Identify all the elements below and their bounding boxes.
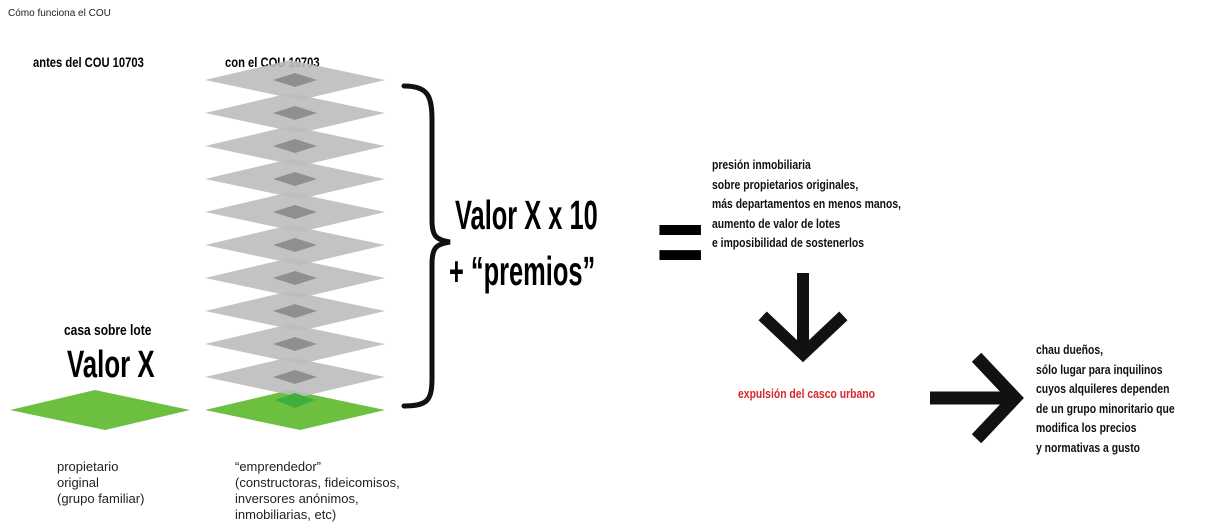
building-floor [205, 192, 385, 232]
floor-core [273, 370, 317, 384]
equals-sign: = [656, 191, 705, 293]
building-floor [205, 258, 385, 298]
arrow-right-icon [930, 352, 1024, 444]
header-antes: antes del COU 10703 [33, 54, 144, 70]
building-floor [205, 225, 385, 265]
building-floor [205, 324, 385, 364]
result-text: chau dueños, sólo lugar para inquilinos … [1036, 342, 1175, 455]
pressure-text: presión inmobiliaria sobre propietarios … [712, 157, 901, 250]
building-floor [205, 126, 385, 166]
floor-core [273, 304, 317, 318]
floor-core [273, 73, 317, 87]
floor-core [273, 271, 317, 285]
floor-core [273, 337, 317, 351]
equation-line-1: Valor X x 10 [455, 192, 598, 238]
building-floor [205, 291, 385, 331]
page-title: Cómo funciona el COU [8, 8, 111, 19]
building-floor [205, 60, 385, 100]
lot-developer [205, 390, 385, 430]
lot-original [10, 390, 190, 430]
floor-core [273, 106, 317, 120]
house-label: casa sobre lote [64, 322, 152, 339]
equation-line-2: + “premios” [449, 248, 596, 294]
value-label: Valor X [67, 344, 155, 386]
arrow-down-icon [758, 273, 848, 363]
building-floor [205, 93, 385, 133]
floor-core [273, 205, 317, 219]
owner-caption: propietario original (grupo familiar) [57, 459, 145, 506]
building-floor [205, 159, 385, 199]
expulsion-text: expulsión del casco urbano [738, 386, 875, 401]
developer-caption: “emprendedor” (constructoras, fideicomis… [235, 459, 400, 522]
curly-brace-icon [401, 83, 451, 409]
floor-core [273, 238, 317, 252]
floor-shadow-on-lot [275, 393, 315, 408]
building-floor [205, 357, 385, 397]
floor-core [273, 172, 317, 186]
building-floors [205, 60, 385, 408]
floor-core [273, 139, 317, 153]
